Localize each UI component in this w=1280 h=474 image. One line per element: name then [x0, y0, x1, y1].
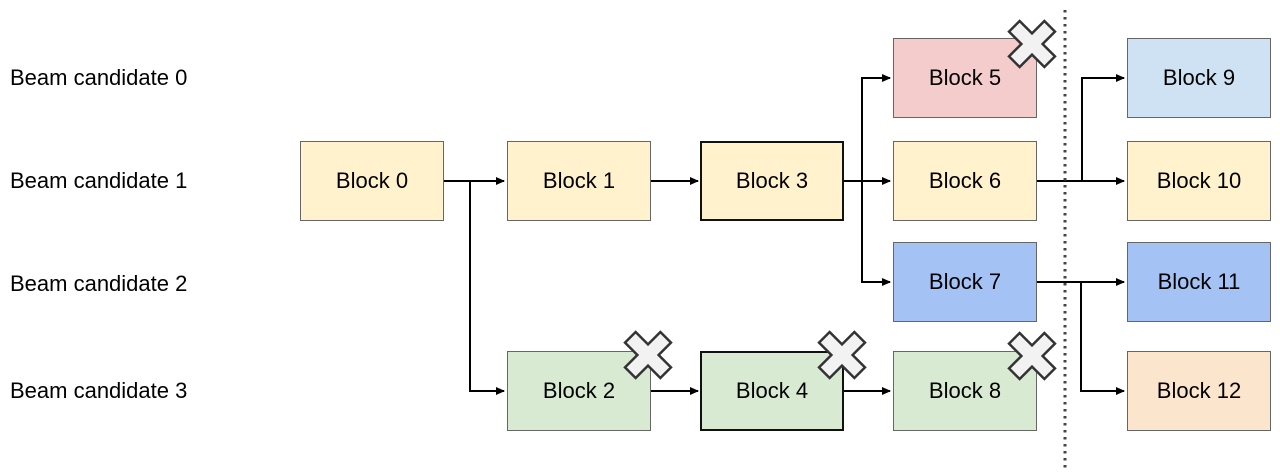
- block-4: Block 4: [700, 351, 844, 431]
- block-0: Block 0: [300, 141, 444, 221]
- block-2: Block 2: [507, 351, 651, 431]
- row-label-beam-1: Beam candidate 1: [10, 168, 188, 193]
- edge-block0-block2: [469, 181, 505, 395]
- block-7: Block 7: [893, 242, 1037, 322]
- edge-block6-block9: [1081, 74, 1125, 181]
- row-label-beam-2: Beam candidate 2: [10, 271, 188, 296]
- block-10: Block 10: [1127, 141, 1271, 221]
- block-6: Block 6: [893, 141, 1037, 221]
- block-8: Block 8: [893, 351, 1037, 431]
- block-11: Block 11: [1127, 242, 1271, 322]
- block-5: Block 5: [893, 38, 1037, 118]
- edge-block3-block7: [861, 181, 891, 286]
- block-3: Block 3: [700, 141, 844, 221]
- row-label-beam-0: Beam candidate 0: [10, 65, 188, 90]
- block-9: Block 9: [1127, 38, 1271, 118]
- edge-lines: [444, 74, 1125, 395]
- edge-block7-block12: [1080, 282, 1125, 395]
- block-12: Block 12: [1127, 351, 1271, 431]
- row-label-beam-3: Beam candidate 3: [10, 378, 188, 403]
- block-1: Block 1: [507, 141, 651, 221]
- edge-block3-block5: [861, 74, 891, 181]
